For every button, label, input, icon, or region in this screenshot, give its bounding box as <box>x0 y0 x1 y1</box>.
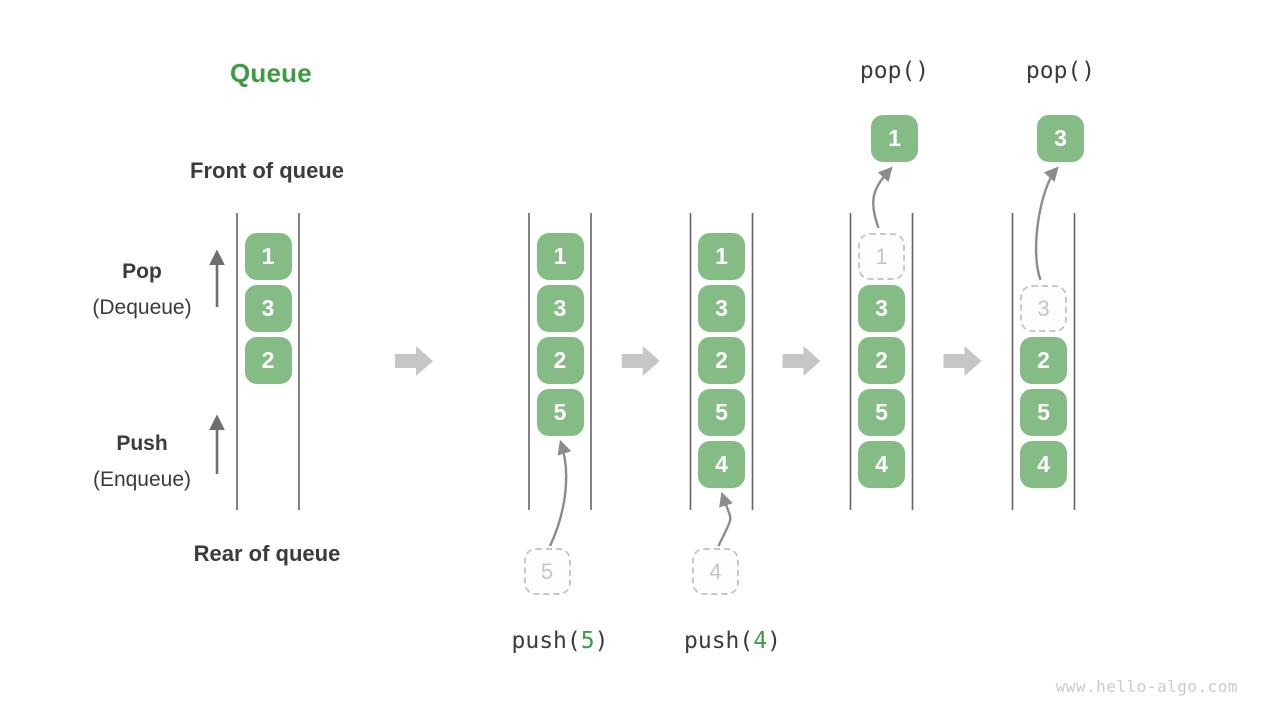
front-of-queue-label: Front of queue <box>190 158 344 183</box>
queue-cell: 2 <box>536 337 584 384</box>
diagram-title: Queue <box>230 58 312 88</box>
push-arrow <box>548 439 572 547</box>
queue-cell: 3 <box>858 285 905 332</box>
push-close-text: ) <box>594 628 609 654</box>
next-step-arrow-icon <box>621 346 660 376</box>
queue-cell: 2 <box>1020 337 1067 384</box>
pop-operation-label: pop() <box>859 58 930 84</box>
incoming-value-ghost: 5 <box>523 548 571 595</box>
pop-operation-label: pop() <box>1025 58 1096 84</box>
push-func-text: push( <box>511 628 581 654</box>
push-close-text: ) <box>767 628 781 654</box>
push-operation-label: push(4) <box>623 628 843 654</box>
queue-cell: 1 <box>536 233 584 280</box>
queue-cell: 5 <box>1020 389 1067 436</box>
dequeue-label: (Dequeue) <box>92 296 192 319</box>
rear-of-queue-label: Rear of queue <box>193 541 341 566</box>
next-step-arrow-icon <box>943 346 982 376</box>
push-arg-text: 4 <box>753 628 768 654</box>
queue-cell: 5 <box>858 389 905 436</box>
queue-cell: 1 <box>244 233 292 280</box>
push-func-text: push( <box>684 628 754 654</box>
queue-cell: 2 <box>698 337 745 384</box>
watermark: www.hello-algo.com <box>1055 677 1238 696</box>
push-arrow <box>717 491 733 547</box>
queue-cell: 2 <box>244 337 292 384</box>
enqueue-label: (Enqueue) <box>92 468 192 491</box>
queue-cell-ghost: 1 <box>858 233 905 280</box>
popped-cell: 3 <box>1037 115 1084 162</box>
pop-arrow <box>1034 166 1059 281</box>
pop-arrow <box>871 166 893 229</box>
popped-cell: 1 <box>871 115 918 162</box>
incoming-value-ghost: 4 <box>692 548 739 595</box>
queue-cell: 3 <box>698 285 745 332</box>
queue-cell: 5 <box>536 389 584 436</box>
queue-cell: 3 <box>536 285 584 332</box>
next-step-arrow-icon <box>395 346 433 376</box>
queue-cell: 5 <box>698 389 745 436</box>
queue-cell: 2 <box>858 337 905 384</box>
push-label: Push <box>116 432 168 455</box>
queue-cell: 4 <box>1020 441 1067 488</box>
queue-cell-ghost: 3 <box>1020 285 1067 332</box>
push-arg-text: 5 <box>580 628 595 654</box>
queue-cell: 3 <box>244 285 292 332</box>
push-operation-label: push(5) <box>450 628 670 654</box>
next-step-arrow-icon <box>782 346 821 376</box>
queue-cell: 4 <box>858 441 905 488</box>
queue-cell: 4 <box>698 441 745 488</box>
pop-label: Pop <box>122 260 162 283</box>
queue-cell: 1 <box>698 233 745 280</box>
